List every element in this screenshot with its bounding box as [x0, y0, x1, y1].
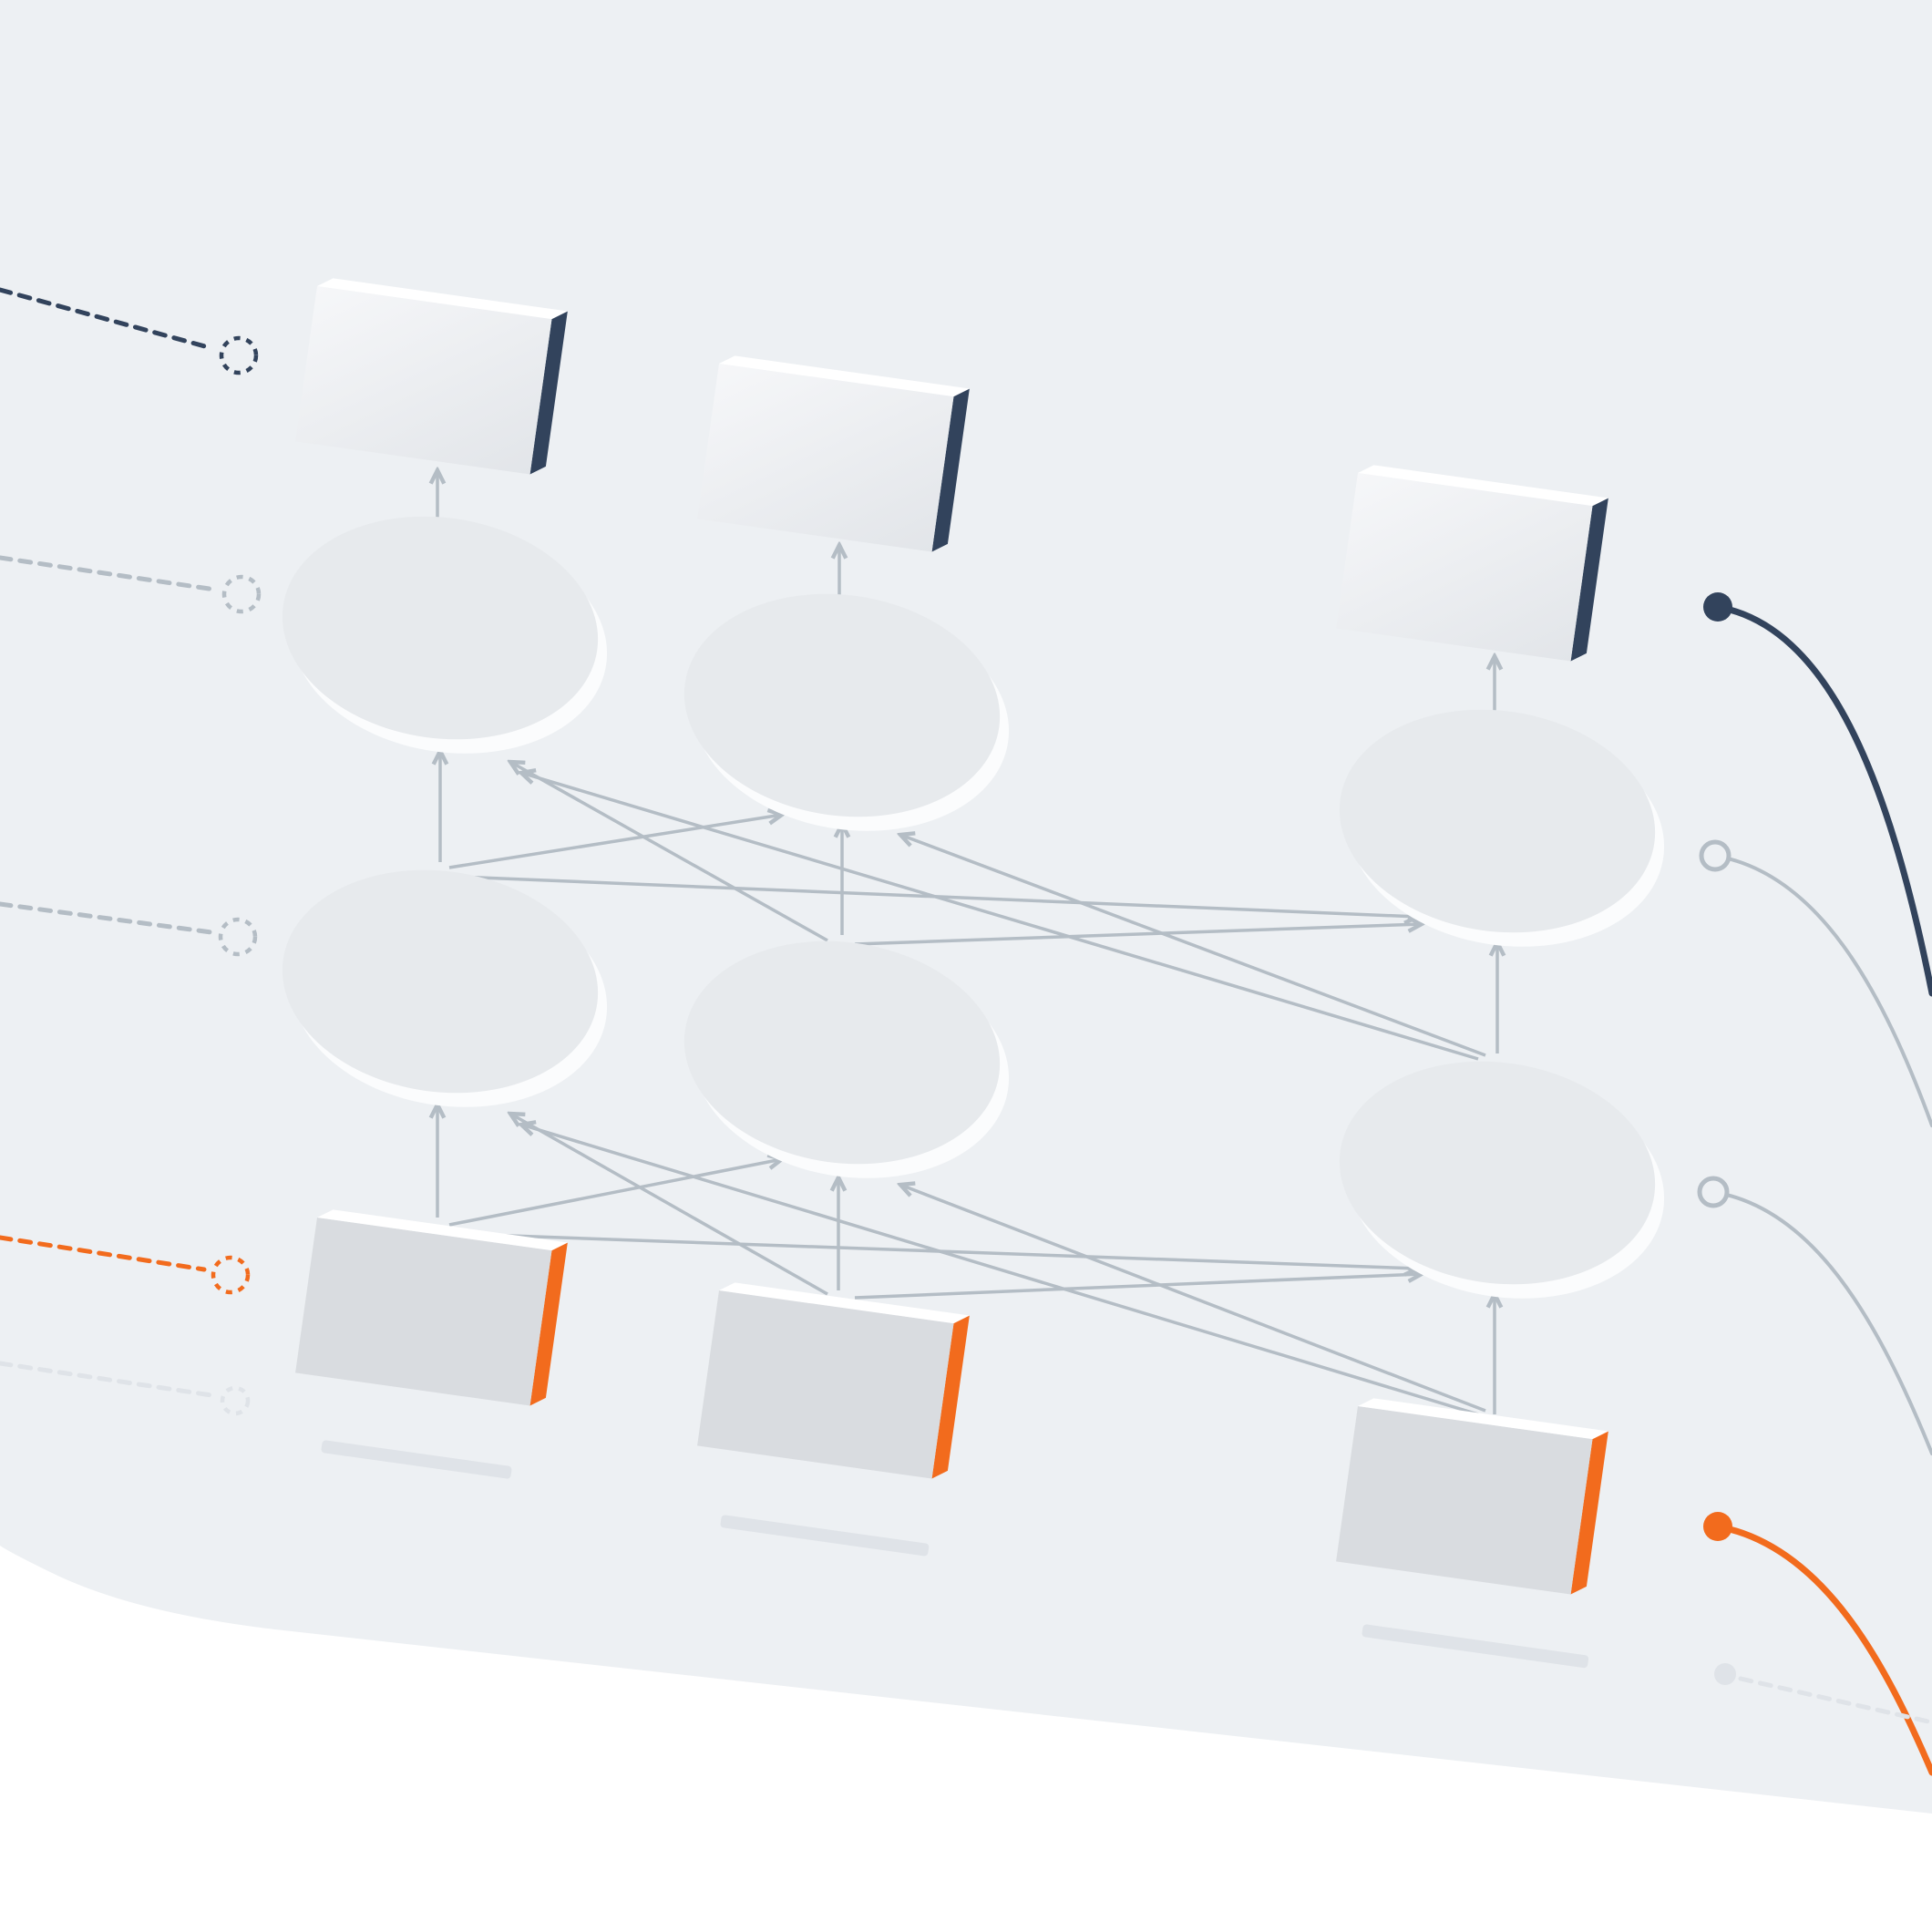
disc-face	[683, 593, 1001, 817]
arrow-input3-lower2	[900, 1185, 1486, 1413]
arrow-input2-lower3	[854, 1274, 1422, 1300]
slab-side-navy	[931, 388, 970, 552]
arrow-lower2-upper1	[510, 762, 828, 942]
disc-face	[282, 516, 599, 740]
hidden-node-col1-upper	[282, 516, 608, 754]
disc-face	[282, 869, 599, 1094]
reflection-line-col3	[1362, 1624, 1589, 1669]
slab-top-face	[719, 355, 970, 397]
input-node-col3	[1336, 1398, 1608, 1595]
reflection-line-col1	[321, 1440, 512, 1479]
disc-face	[683, 940, 1001, 1165]
output-lead-gray-1	[1699, 839, 1932, 1127]
disc-face	[1339, 1061, 1656, 1285]
navy-dot	[1703, 592, 1732, 622]
arrow-lower1-upper2	[448, 815, 782, 869]
slab-side-orange	[1570, 1431, 1608, 1595]
dashed-circle-navy	[219, 335, 259, 375]
slab-side-navy	[1570, 498, 1608, 662]
slab-side-navy	[529, 311, 568, 475]
slab-face	[697, 1290, 954, 1479]
input-lead-gray-2	[0, 901, 258, 957]
hidden-node-col3-lower	[1339, 1061, 1665, 1299]
arrow-input2-lower1	[510, 1114, 828, 1296]
output-node-col1	[295, 278, 568, 475]
slab-top-face	[317, 278, 568, 320]
input-lead-navy	[0, 287, 259, 375]
left-input-leads	[0, 287, 262, 1416]
arrow-lower3-upper2	[900, 835, 1486, 1057]
input-slabs	[295, 1209, 1608, 1595]
hidden-node-col2-lower	[683, 940, 1010, 1178]
hidden-node-col3-upper	[1339, 709, 1665, 947]
output-slabs	[295, 278, 1608, 662]
dashed-circle-gray-2	[218, 917, 258, 957]
input-node-col2	[697, 1282, 970, 1479]
slab-face	[295, 1218, 552, 1406]
slab-side-orange	[529, 1242, 568, 1406]
reflection-line-col2	[720, 1515, 930, 1557]
hidden-node-col1-lower	[282, 869, 608, 1107]
slab-top-face	[1358, 465, 1608, 507]
orange-dot	[1703, 1512, 1732, 1541]
faint-dot	[1714, 1663, 1736, 1685]
output-lead-gray-2	[1697, 1176, 1932, 1455]
arrow-input1-lower2	[448, 1159, 782, 1227]
slab-top-face	[1358, 1398, 1608, 1440]
slab-face	[1336, 1406, 1593, 1595]
input-node-col1	[295, 1209, 568, 1406]
right-output-leads	[1697, 592, 1932, 1776]
slab-top-face	[719, 1282, 970, 1324]
dashed-circle-faint	[220, 1385, 251, 1416]
output-lead-faint	[1714, 1663, 1932, 1725]
slab-face	[1336, 473, 1593, 662]
input-lead-gray-1	[0, 555, 262, 614]
output-lead-orange	[1703, 1512, 1932, 1776]
output-node-col3	[1336, 465, 1608, 662]
slab-side-orange	[931, 1315, 970, 1479]
open-circle-gray-2	[1697, 1176, 1730, 1208]
arrow-input3-lower1	[521, 1125, 1479, 1416]
reflection-lines	[321, 1440, 1589, 1669]
dashed-circle-gray-1	[221, 574, 262, 614]
slab-top-face	[317, 1209, 568, 1251]
slab-face	[697, 364, 954, 552]
dashed-circle-orange	[211, 1255, 251, 1295]
hidden-ellipses	[282, 516, 1665, 1299]
connection-arrows	[437, 470, 1497, 1416]
arrow-lower3-upper1	[521, 773, 1479, 1061]
input-lead-orange	[0, 1235, 251, 1295]
open-circle-gray-1	[1699, 839, 1732, 872]
input-lead-faint	[0, 1361, 251, 1416]
output-node-col2	[697, 355, 970, 552]
arrow-lower2-upper3	[854, 924, 1422, 946]
slab-face	[295, 286, 552, 475]
output-lead-navy	[1703, 592, 1932, 997]
disc-face	[1339, 709, 1656, 933]
hidden-node-col2-upper	[683, 593, 1010, 831]
